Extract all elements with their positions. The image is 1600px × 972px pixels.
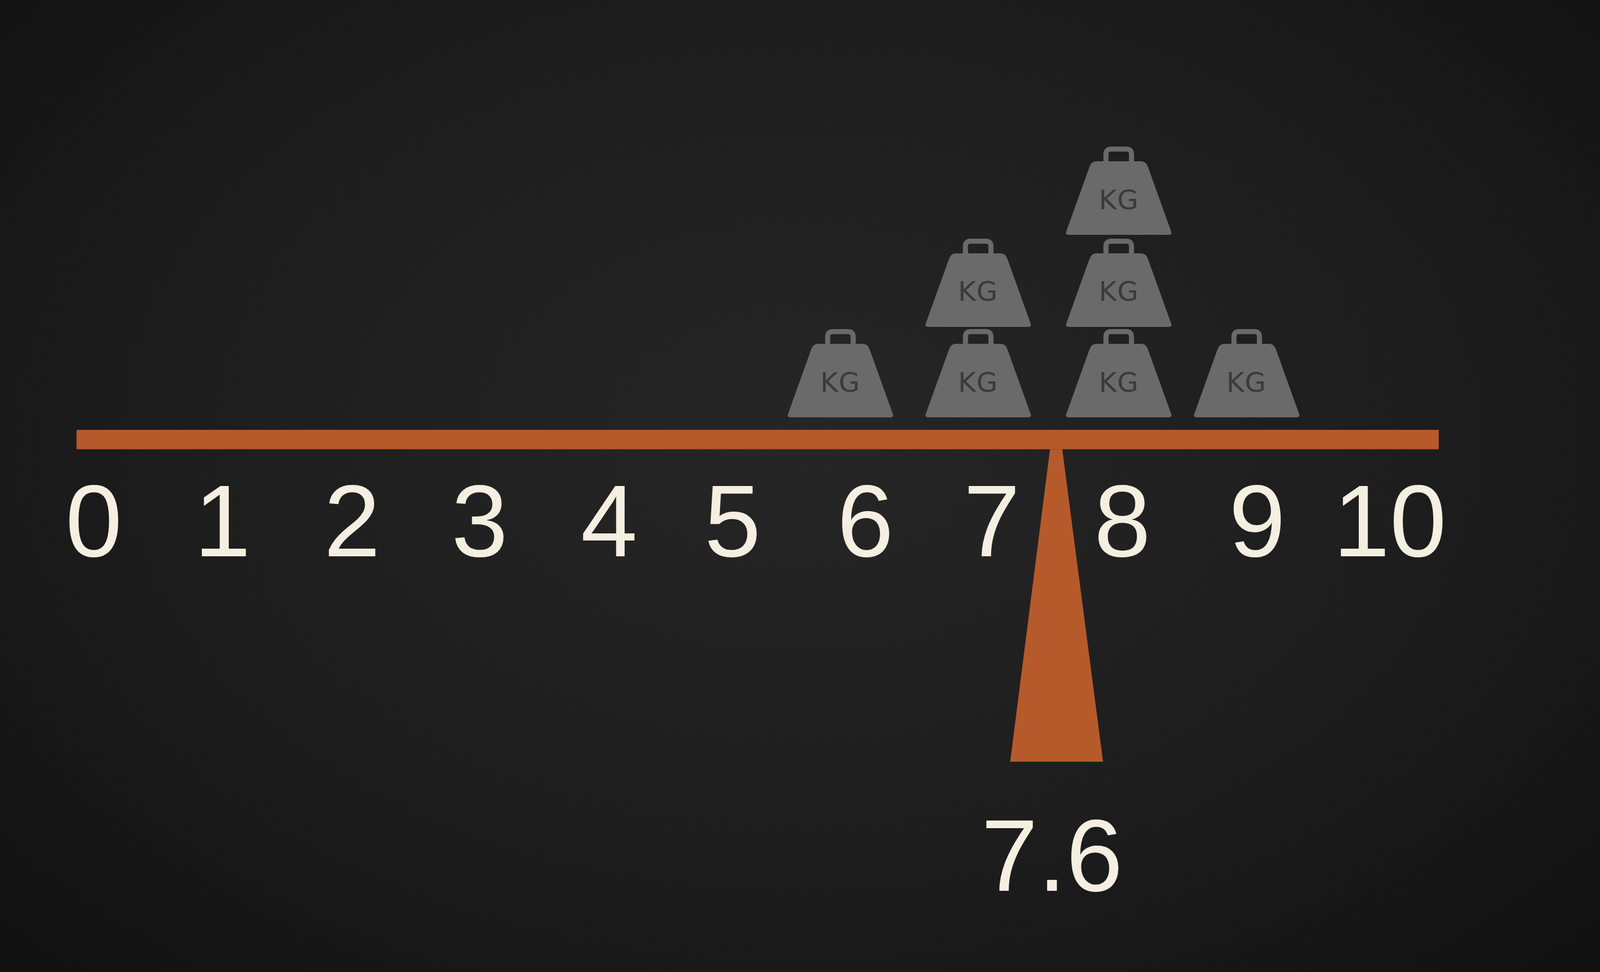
weight-box: KG [923,237,1033,328]
weight-label: KG [957,368,999,396]
number-label: 10 [1333,469,1447,572]
weight-label: KG [1098,277,1140,305]
weight-box: KG [1192,328,1302,419]
weight-label: KG [957,277,999,305]
number-label: 5 [704,469,761,572]
number-label: 9 [1228,469,1286,572]
weight-box: KG [1064,145,1174,236]
balance-beam [76,429,1439,450]
weight-label: KG [1098,186,1140,214]
balance-point-label: 7.6 [981,804,1123,907]
fulcrum [1010,449,1104,762]
weight-box: KG [1064,237,1174,328]
weight-label: KG [1098,368,1140,396]
number-label: 6 [837,469,894,572]
number-label: 8 [1094,469,1151,572]
weight-box: KG [785,328,895,419]
weight-label: KG [1226,368,1267,396]
number-label: 4 [581,469,638,572]
number-label: 7 [963,469,1021,572]
number-label: 2 [323,469,381,572]
weight-box: KG [923,328,1033,419]
weight-box: KG [1064,328,1174,419]
number-label: 3 [451,469,509,572]
number-label: 0 [65,469,122,572]
weight-label: KG [820,368,861,396]
number-label: 1 [193,469,251,572]
